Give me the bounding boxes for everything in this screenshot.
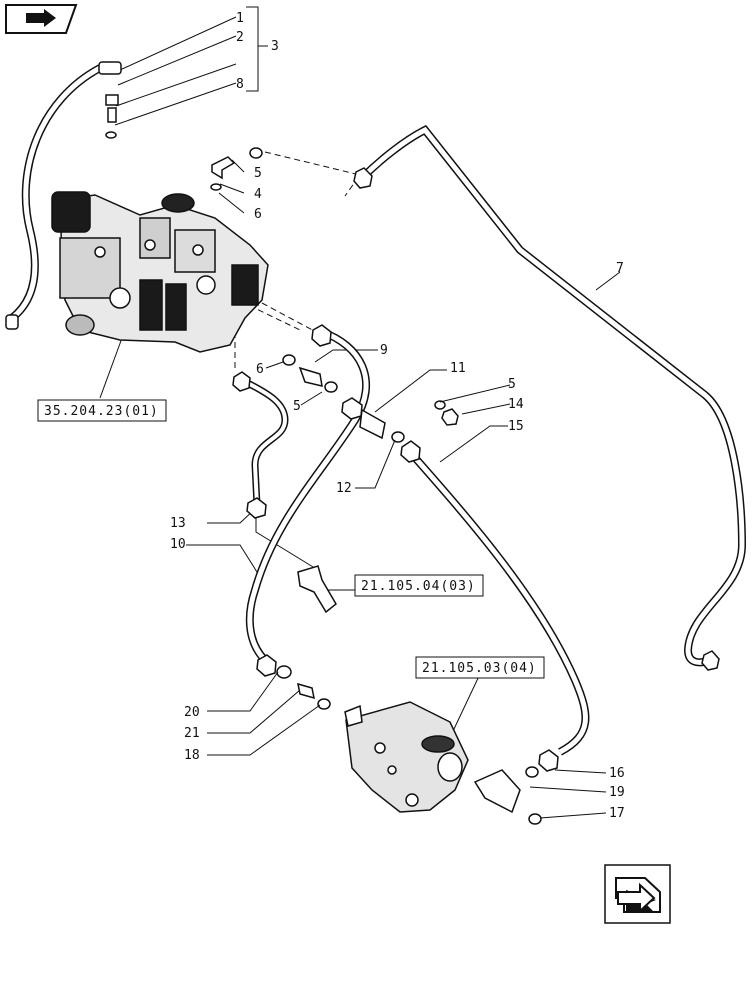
hose-15 [400, 440, 590, 772]
callout-9: 9 [380, 343, 388, 358]
callout-6a: 6 [254, 207, 262, 222]
callout-4: 4 [254, 187, 262, 202]
left-hose [5, 61, 122, 330]
elbow-fitting [210, 147, 263, 191]
control-block [344, 701, 469, 813]
back-page-icon[interactable] [5, 4, 78, 34]
pipe-7 [353, 124, 747, 671]
callout-19: 19 [609, 785, 625, 800]
callout-14: 14 [508, 397, 524, 412]
callout-13: 13 [170, 516, 186, 531]
pipe-13 [232, 371, 289, 519]
callout-numbers: 1 2 3 8 5 4 6 7 9 6 5 11 5 14 15 12 13 1… [170, 11, 625, 821]
callout-6b: 6 [256, 362, 264, 377]
leader-lines [99, 16, 621, 819]
callout-12: 12 [336, 481, 352, 496]
callout-2: 2 [236, 30, 244, 45]
callout-21: 21 [184, 726, 200, 741]
fittings-lower [276, 665, 542, 825]
reference-valve-label: 35.204.23(01) [44, 404, 159, 419]
callout-11: 11 [450, 361, 466, 376]
callout-bracket-3 [246, 6, 268, 92]
hose-10 [245, 324, 370, 677]
callout-5c: 5 [508, 377, 516, 392]
callout-3: 3 [271, 39, 279, 54]
callout-10: 10 [170, 537, 186, 552]
reference-tee-label: 21.105.04(03) [361, 579, 476, 594]
callout-18: 18 [184, 748, 200, 763]
callout-20: 20 [184, 705, 200, 720]
callout-8: 8 [236, 77, 244, 92]
fittings [282, 354, 459, 614]
callout-16: 16 [609, 766, 625, 781]
callout-15: 15 [508, 419, 524, 434]
callout-5b: 5 [293, 399, 301, 414]
callout-1: 1 [236, 11, 244, 26]
callout-17: 17 [609, 806, 625, 821]
reference-block[interactable]: 21.105.03(04) [415, 656, 545, 679]
reference-valve[interactable]: 35.204.23(01) [37, 399, 167, 422]
next-page-icon[interactable] [604, 864, 671, 924]
callout-5a: 5 [254, 166, 262, 181]
reference-block-label: 21.105.03(04) [422, 661, 537, 676]
reference-tee[interactable]: 21.105.04(03) [354, 574, 484, 597]
valve-bank [51, 191, 269, 353]
callout-7: 7 [616, 261, 624, 276]
